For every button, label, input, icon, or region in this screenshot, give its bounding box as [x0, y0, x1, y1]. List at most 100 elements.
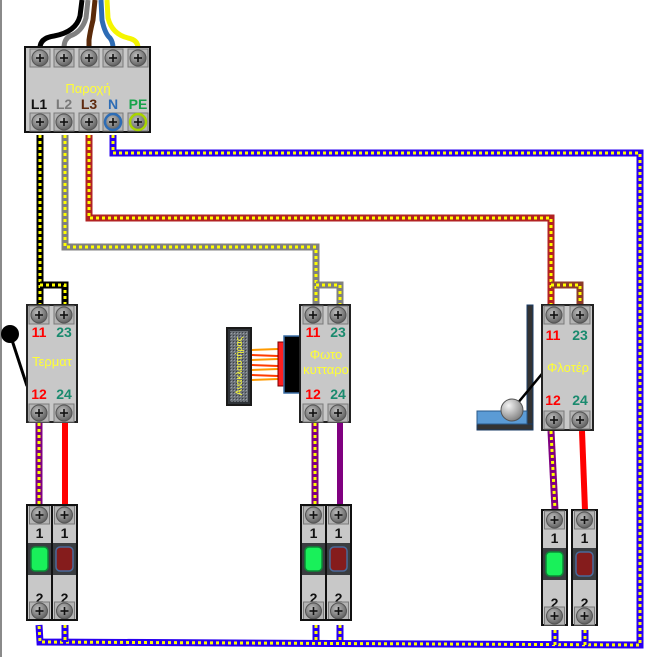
screw-icon	[543, 305, 565, 325]
wire-float-no[interactable]	[579, 430, 588, 511]
screw-icon	[569, 305, 591, 325]
screw-icon	[302, 403, 324, 423]
screw-icon	[28, 305, 50, 325]
lamp-terminal-1: 1	[310, 525, 318, 541]
lamp-terminal-2: 2	[335, 590, 343, 606]
float-switch-label: Φλοτέρ	[547, 360, 589, 375]
screw-icon	[53, 112, 75, 132]
wire-neutral-dash	[37, 135, 642, 647]
screw-icon	[78, 112, 100, 132]
light-beam	[251, 378, 279, 381]
incoming-l1-cable	[37, 0, 85, 49]
float-switch-module[interactable]	[541, 304, 594, 431]
tank-bottom	[476, 423, 534, 431]
lamp-group-outline	[300, 504, 352, 621]
photocell-label-line2: κυτταρο	[303, 362, 349, 377]
screw-icon	[29, 505, 50, 525]
wires-layer	[35, 135, 644, 649]
lamp-terminal-2: 2	[310, 590, 318, 606]
screw-icon	[574, 510, 595, 530]
terminal-label-l2: L2	[56, 96, 73, 112]
contact-24: 24	[56, 386, 72, 402]
indicator-lamp-module[interactable]: 12	[300, 504, 327, 621]
supply-terminal-block: Παροχή L1 L2 L3 N PE	[24, 46, 151, 133]
wire-float-nc-dash	[549, 430, 557, 511]
screw-icon	[328, 505, 349, 525]
indicator-lamp-module[interactable]: 12	[26, 504, 53, 621]
incoming-cables	[37, 0, 141, 49]
wire-l1-branch-sheath	[40, 281, 69, 305]
red-lamp-icon	[55, 546, 74, 572]
float-switch-screws	[543, 305, 591, 430]
contact-23: 23	[56, 324, 72, 340]
light-beam	[251, 358, 279, 361]
screw-icon	[53, 305, 75, 325]
indicator-lamp-module[interactable]: 12	[571, 509, 598, 626]
photocell-lens	[277, 341, 285, 387]
terminal-label-l3: L3	[81, 96, 98, 112]
light-beam	[251, 368, 279, 371]
float-ball[interactable]	[500, 398, 524, 422]
wire-l2-branch[interactable]	[316, 281, 344, 305]
screw-icon	[303, 505, 324, 525]
float-switch: 11 23 Φλοτέρ 12 24	[476, 304, 594, 431]
screw-icon	[569, 410, 591, 430]
wire-l1-branch[interactable]	[40, 281, 69, 305]
incoming-pe-cable	[104, 0, 141, 49]
screw-icon	[29, 601, 50, 621]
wire-l3-branch[interactable]	[551, 281, 584, 305]
incoming-l2-cable	[61, 0, 91, 49]
screw-icon	[78, 48, 100, 68]
light-beams[interactable]	[251, 348, 279, 381]
wire-float-nc[interactable]	[547, 430, 559, 511]
limit-switch-lever-arm[interactable]	[8, 333, 29, 387]
indicator-lamp-module[interactable]: 12	[541, 509, 568, 626]
indicator-lamp-module[interactable]: 12	[51, 504, 78, 621]
lamp-terminal-2: 2	[551, 595, 559, 611]
wire-neutral[interactable]	[35, 135, 644, 649]
screw-icon	[574, 606, 595, 626]
screw-icon	[102, 112, 124, 132]
reflector[interactable]: Ανακλαστήρας	[226, 327, 252, 406]
supply-block-title: Παροχή	[65, 81, 110, 96]
lamp-terminal-1: 1	[551, 530, 559, 546]
indicator-lamp-module[interactable]: 12	[325, 504, 352, 621]
contact-23: 23	[330, 324, 346, 340]
light-beam	[251, 374, 279, 377]
contact-12: 12	[31, 386, 47, 402]
photocell-screws	[302, 305, 349, 423]
green-lamp-icon	[304, 546, 323, 572]
wire-l2[interactable]	[61, 135, 320, 305]
wire-l2-branch-sheath	[316, 281, 344, 305]
terminal-label-l1: L1	[31, 96, 48, 112]
screw-icon	[102, 48, 124, 68]
screw-icon	[54, 601, 75, 621]
wire-l2-branch-dash	[316, 283, 342, 305]
lamp-group-outline	[26, 504, 78, 621]
supply-screws	[29, 48, 149, 132]
wire-l3-dash	[87, 135, 553, 305]
green-lamp-icon	[30, 546, 49, 572]
screw-icon	[53, 403, 75, 423]
incoming-l3-cable	[86, 0, 98, 48]
green-lamp-icon	[545, 551, 564, 577]
wire-l1-branch-dash	[40, 283, 67, 305]
contact-23: 23	[572, 327, 588, 343]
wire-l3[interactable]	[85, 135, 555, 305]
screw-icon	[29, 48, 51, 68]
red-lamp-icon	[575, 551, 594, 577]
photocell: Ανακλαστήρας 11 23 Φωτο κυτταρο 12 24	[226, 304, 351, 423]
wire-l3-branch-dash	[551, 283, 582, 305]
contact-11: 11	[546, 327, 561, 343]
reflector-label: Ανακλαστήρας	[234, 336, 244, 395]
photocell-label-line1: Φωτο	[310, 347, 343, 362]
screw-icon	[29, 112, 51, 132]
light-beam	[251, 354, 279, 357]
light-beam	[251, 364, 279, 367]
limit-switch-roller[interactable]	[1, 325, 19, 343]
